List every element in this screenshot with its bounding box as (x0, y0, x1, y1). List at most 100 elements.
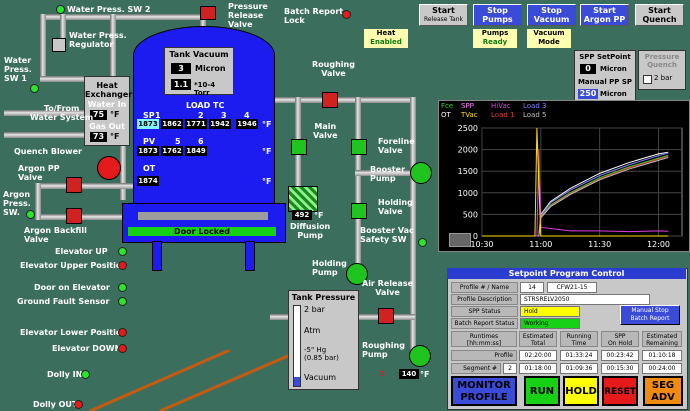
quench-blower-label: Quench Blower (14, 147, 82, 156)
roughing-pipe-vertical (410, 97, 416, 355)
load-tc-col-4: 4 (244, 111, 250, 120)
chart-window-icon[interactable] (449, 233, 471, 247)
diffusion-pump-icon (288, 186, 318, 212)
tank-vacuum-torr-value: 1.1 (171, 79, 191, 90)
start-quench-sub: Quench (642, 15, 677, 24)
water-press-sw1-label: Water Press. SW 1 (4, 56, 32, 83)
heat-exchanger-label: Heat Exchanger (85, 81, 133, 99)
water-pipe-left-1 (40, 14, 46, 82)
reset-button[interactable]: RESET (602, 376, 638, 406)
load-tc-ot-label: OT (143, 164, 156, 173)
manual-pp-sp-value[interactable]: 250 (578, 89, 598, 99)
monitor-profile-button[interactable]: MONITOR PROFILE (451, 376, 517, 406)
run-button[interactable]: RUN (524, 376, 560, 406)
spc-header-runtimes: Runtimes [hh:mm:ss] (451, 331, 517, 347)
heat-status-line1: Heat (376, 29, 396, 37)
spc-segment-num: 2 (503, 363, 517, 374)
water-press-sw1-lamp (30, 84, 39, 93)
start-release-tank-label: Start (432, 6, 455, 15)
elevator-down-label: Elevator DOWN (52, 344, 122, 353)
legend-hivac: HiVac (491, 102, 511, 110)
pressure-release-valve-icon[interactable] (200, 6, 216, 20)
tank-vacuum-micron-unit: Micron (195, 64, 226, 73)
air-release-valve-icon[interactable] (378, 308, 394, 324)
stop-vacuum-label: Stop (541, 6, 562, 15)
holding-valve-icon[interactable] (351, 203, 367, 219)
holding-pump-pipe (355, 210, 361, 270)
argon-backfill-pipe (35, 214, 135, 220)
water-in-unit: °F (110, 110, 120, 119)
argon-pp-valve-icon[interactable] (66, 177, 82, 193)
holding-pump-icon[interactable] (346, 263, 368, 285)
spc-title: Setpoint Program Control (447, 268, 686, 279)
pumps-status-line2: Ready (482, 38, 508, 46)
spc-header-estimated-remaining: Estimated Remaining (642, 331, 682, 347)
start-argon-pp-sub: Argon PP (583, 15, 626, 24)
water-in-value: 75 (90, 110, 107, 120)
roughing-valve-icon[interactable] (322, 92, 338, 108)
water-pipe-to-hx (40, 76, 84, 82)
spc-spp-status-label: SPP Status (451, 306, 518, 317)
load-tc-title: LOAD TC (186, 101, 225, 110)
load-tc-sp-1: 1873 (137, 119, 159, 129)
foreline-valve-icon[interactable] (351, 139, 367, 155)
booster-pump-icon[interactable] (410, 162, 432, 184)
pressure-release-valve-label: Pressure Release Valve (228, 2, 268, 29)
load-tc-sp-label: SP (143, 111, 155, 120)
start-release-tank-sub: Release Tank (424, 16, 463, 23)
water-system-pipe-2 (4, 132, 86, 138)
main-valve-icon[interactable] (291, 139, 307, 155)
roughing-temp-value: 140 (399, 369, 419, 379)
load-tc-pv-label: PV (143, 137, 156, 146)
argon-press-sw-label: Argon Press. SW. (3, 190, 31, 217)
pressure-quench-panel: Pressure Quench 2 bar (638, 50, 686, 90)
roughing-pump-icon[interactable] (409, 345, 431, 367)
chart-ytick-label: 2500 (458, 124, 478, 133)
hold-button[interactable]: HOLD (563, 376, 599, 406)
spp-setpoint-value[interactable]: 0 (580, 64, 596, 74)
argon-pp-valve-label: Argon PP Valve (18, 164, 60, 182)
chart-ytick-label: 500 (463, 210, 478, 219)
load-tc-sp-3: 1771 (185, 119, 207, 129)
vacuum-status-line1: Vacuum (533, 29, 565, 37)
seg-adv-button[interactable]: SEG ADV (643, 376, 683, 406)
pressure-quench-title: Pressure Quench (644, 53, 680, 69)
spc-profile-name[interactable]: CFW21-15 (547, 282, 597, 293)
quench-blower-icon[interactable] (97, 156, 121, 180)
pumps-status-line1: Pumps (481, 29, 509, 37)
water-press-sw2-label: Water Press. SW 2 (67, 5, 151, 14)
argon-press-sw-lamp (26, 210, 35, 219)
spc-profile-num[interactable]: 14 (520, 282, 544, 293)
water-press-sw2-lamp (56, 5, 65, 14)
stop-pumps-label: Stop (487, 6, 508, 15)
booster-pump-label: Booster Pump (370, 165, 406, 183)
chart-xtick-label: 11:30 (588, 240, 611, 249)
marker-five: 5 (380, 370, 385, 378)
door-on-elevator-lamp (118, 283, 127, 292)
manual-stop-batch-report-button[interactable]: Manual Stop Batch Report (620, 305, 680, 325)
spc-desc-value[interactable]: STRSRELV2050 (520, 294, 650, 305)
water-press-regulator-label: Water Press. Regulator (69, 31, 127, 49)
gas-out-value: 73 (90, 132, 107, 142)
tank-pressure-title: Tank Pressure (291, 293, 356, 302)
load-tc-col-1: 1 (155, 111, 161, 120)
pressure-quench-checkbox[interactable] (643, 75, 652, 84)
legend-load1: Load 1 (491, 111, 515, 119)
water-pipe-top (40, 14, 206, 20)
tank-pressure-mark-2bar: 2 bar (304, 305, 325, 314)
tank-pressure-bar (293, 305, 301, 387)
roughing-valve-label: Roughing Valve (312, 60, 355, 78)
tank-pressure-fill (294, 377, 300, 386)
argon-backfill-valve-icon[interactable] (66, 208, 82, 224)
tank-vacuum-panel: Tank Vacuum 3 Micron 1.1 *10-4 Torr (164, 47, 234, 97)
spc-profile-label: Profile # / Name (451, 282, 518, 293)
roughing-pump-label: Roughing Pump (362, 341, 405, 359)
elevator-up-label: Elevator UP (55, 247, 108, 256)
